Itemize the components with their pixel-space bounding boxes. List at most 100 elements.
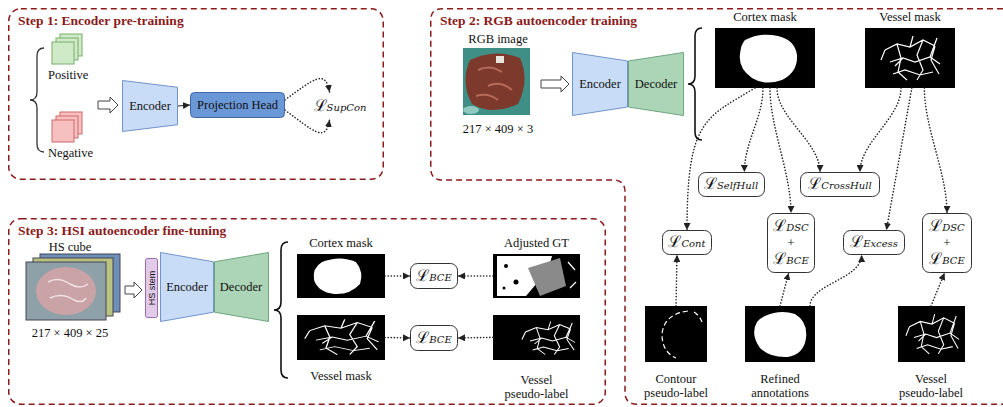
brace bbox=[688, 28, 702, 140]
connector bbox=[777, 88, 820, 172]
hs-cube-image bbox=[48, 279, 88, 301]
rgb-image bbox=[463, 106, 479, 114]
adjusted-gt-image bbox=[528, 258, 566, 296]
cortex-mask-image bbox=[297, 254, 385, 298]
block-label: Encoder bbox=[579, 77, 621, 92]
loss-box-shape bbox=[411, 264, 458, 289]
connector bbox=[744, 88, 763, 172]
block-label: Encoder bbox=[129, 99, 171, 114]
brace bbox=[274, 242, 288, 378]
loss-box: ℒCrossHull bbox=[800, 172, 880, 197]
decoder-block: Decoder bbox=[628, 52, 684, 116]
loss-box-shape bbox=[663, 231, 712, 255]
cortex-mask-image bbox=[715, 28, 815, 88]
cortex-mask-image bbox=[314, 259, 362, 295]
rgb-image bbox=[465, 53, 524, 110]
loss-box: ℒBCE bbox=[410, 325, 458, 351]
block-label: Projection Head bbox=[197, 98, 278, 113]
step-panel-shape bbox=[431, 9, 1003, 405]
loss-term: ℒSelfHull bbox=[704, 175, 758, 194]
panel-title: Step 1: Encoder pre-training bbox=[18, 13, 184, 29]
stem-label: HS stem bbox=[147, 271, 157, 306]
cortex-mask-image bbox=[297, 254, 385, 298]
positive-samples bbox=[52, 34, 82, 64]
refined-image bbox=[754, 312, 806, 357]
refined-image bbox=[745, 306, 815, 362]
panel-title: Step 3: HSI autoencoder fine-tuning bbox=[18, 223, 226, 239]
encoder-block-shape bbox=[161, 253, 214, 322]
decoder-block-shape bbox=[629, 53, 684, 116]
image-caption: Cortex mask bbox=[733, 10, 797, 24]
image-panel: HS cube 217 × 409 × 25 bbox=[18, 240, 122, 340]
block-label: Encoder bbox=[166, 280, 208, 295]
connector bbox=[385, 337, 410, 339]
cortex-mask-image bbox=[715, 28, 815, 88]
adjusted-gt-image bbox=[514, 280, 519, 285]
image-panel: Cortex mask bbox=[297, 236, 385, 298]
image-panel: Vessel mask bbox=[297, 315, 385, 383]
contour-image bbox=[662, 311, 702, 358]
stem-block: HS stem bbox=[145, 258, 158, 318]
image-caption: Cortex mask bbox=[309, 236, 373, 250]
loss-term: ℒBCE bbox=[416, 329, 452, 348]
sample-label: Negative bbox=[48, 146, 93, 161]
image-caption: Vessel mask bbox=[879, 10, 940, 24]
vessel-pseudo-image bbox=[898, 306, 965, 362]
image-caption: RGB image bbox=[468, 32, 527, 46]
connector bbox=[931, 273, 945, 306]
cortex-mask-image bbox=[740, 35, 797, 83]
connector bbox=[780, 273, 789, 306]
image-caption: Refined annotations bbox=[745, 372, 815, 400]
vessel-mask-image bbox=[865, 28, 955, 88]
outline bbox=[430, 8, 1003, 405]
rgb-image bbox=[463, 48, 530, 115]
rgb-image bbox=[476, 67, 512, 100]
vessel-mask-image bbox=[297, 315, 385, 360]
operator: + bbox=[943, 236, 950, 250]
adjusted-gt-image bbox=[568, 262, 576, 288]
contour-image bbox=[645, 306, 707, 362]
image-panel: Refined annotations bbox=[737, 306, 823, 400]
encoder-block: Encoder bbox=[572, 52, 628, 116]
rgb-image bbox=[496, 56, 504, 63]
vessel-pseudo-image bbox=[493, 315, 580, 360]
connector bbox=[385, 275, 410, 277]
loss-box: ℒDSC+ℒBCE bbox=[922, 213, 972, 273]
projection-head-shape bbox=[191, 93, 285, 118]
image-panel: Vessel pseudo-label bbox=[493, 315, 580, 401]
vessel-pseudo-image bbox=[493, 315, 580, 360]
loss-term: ℒBCE bbox=[416, 267, 452, 286]
loss-box: ℒDSC+ℒBCE bbox=[767, 213, 815, 273]
adjusted-gt-image bbox=[503, 287, 506, 290]
image-caption: Vessel mask bbox=[310, 369, 371, 383]
operator: + bbox=[787, 236, 794, 250]
step-panel-shape bbox=[9, 219, 606, 405]
brace bbox=[688, 28, 702, 140]
brace bbox=[274, 242, 288, 378]
vessel-mask-image bbox=[297, 315, 385, 360]
connector bbox=[860, 88, 901, 172]
loss-term: ℒExcess bbox=[850, 233, 898, 252]
refined-image bbox=[745, 306, 815, 362]
brace bbox=[30, 48, 44, 152]
image-caption: HS cube bbox=[49, 240, 92, 254]
vessel-pseudo-image bbox=[522, 322, 575, 355]
stem-block-shape bbox=[146, 259, 158, 318]
image-caption: Adjusted GT bbox=[504, 236, 569, 250]
negative-samples bbox=[52, 112, 82, 142]
loss-box-shape bbox=[768, 214, 815, 273]
image-panel: Vessel pseudo-label bbox=[893, 306, 969, 400]
dimension-label: 217 × 409 × 25 bbox=[32, 326, 109, 340]
hollow-arrow bbox=[98, 97, 118, 113]
rgb-image bbox=[463, 48, 530, 115]
image-panel: Vessel mask bbox=[865, 10, 955, 88]
block-label: Decoder bbox=[220, 280, 262, 295]
vessel-mask-image bbox=[865, 28, 955, 88]
connector bbox=[810, 255, 862, 306]
image-panel: Adjusted GT bbox=[493, 236, 580, 298]
loss-box: ℒCont bbox=[662, 230, 712, 255]
dimension-label: 217 × 409 × 3 bbox=[463, 122, 533, 136]
loss-term: ℒBCE bbox=[773, 250, 809, 269]
encoder-block: Encoder bbox=[122, 80, 178, 132]
